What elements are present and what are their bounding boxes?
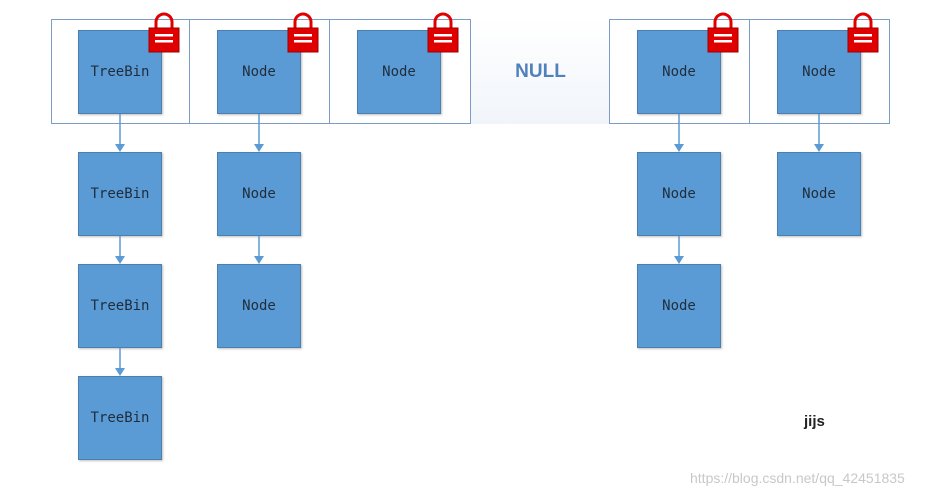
bucket-1-chain-node: Node [217, 152, 301, 236]
padlock-icon [287, 12, 319, 53]
link-arrow [115, 348, 125, 376]
bucket-0-chain-node: TreeBin [78, 264, 162, 348]
padlock-icon [847, 12, 879, 53]
bucket-0-chain-node: TreeBin [78, 376, 162, 460]
bucket-5-chain-node: Node [777, 152, 861, 236]
bucket-1-head: Node [217, 30, 301, 114]
bucket-4-head: Node [637, 30, 721, 114]
bucket-4-chain-node: Node [637, 264, 721, 348]
bucket-3 [471, 19, 610, 124]
bucket-0-head: TreeBin [78, 30, 162, 114]
bucket-5-head: Node [777, 30, 861, 114]
link-arrow [674, 114, 684, 152]
bucket-4 [610, 19, 750, 124]
bucket-0 [51, 19, 190, 124]
watermark-text: https://blog.csdn.net/qq_42451835 [690, 470, 905, 486]
bucket-1 [190, 19, 330, 124]
author-label: jijs [804, 413, 825, 430]
link-arrow [814, 114, 824, 152]
bucket-0-chain-node: TreeBin [78, 152, 162, 236]
padlock-icon [148, 12, 180, 53]
padlock-icon [707, 12, 739, 53]
link-arrow [674, 236, 684, 264]
bucket-3-null-label: NULL [515, 60, 566, 82]
bucket-1-chain-node: Node [217, 264, 301, 348]
bucket-2-head: Node [357, 30, 441, 114]
link-arrow [254, 236, 264, 264]
padlock-icon [427, 12, 459, 53]
link-arrow [254, 114, 264, 152]
bucket-2 [330, 19, 471, 124]
link-arrow [115, 114, 125, 152]
bucket-4-chain-node: Node [637, 152, 721, 236]
link-arrow [115, 236, 125, 264]
